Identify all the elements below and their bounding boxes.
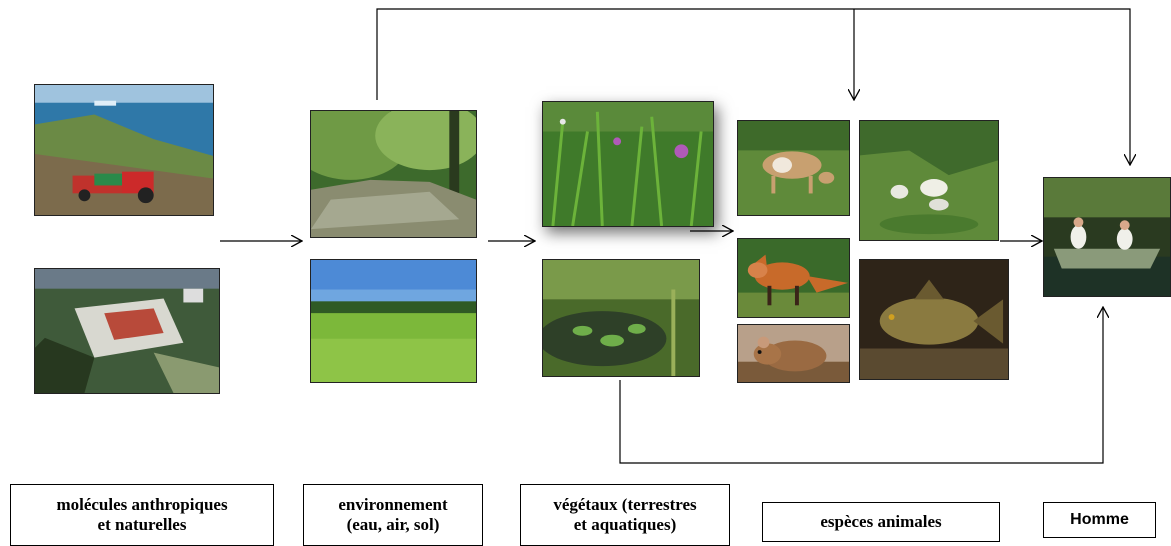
tench-fish-photo [859, 259, 1009, 380]
label-especes: espèces animales [762, 502, 1000, 542]
river-photo [310, 110, 477, 238]
label-homme-text: Homme [1070, 511, 1129, 528]
label-molecules-text: molécules anthropiques et naturelles [56, 495, 228, 534]
wildflowers-photo [542, 101, 714, 227]
water-lily-pond-photo [542, 259, 700, 377]
mouse-photo [737, 324, 850, 383]
label-especes-text: espèces animales [820, 512, 942, 531]
fishing-boat-photo [1043, 177, 1171, 297]
meadow-photo [310, 259, 477, 383]
factory-aerial-photo [34, 268, 220, 394]
label-molecules: molécules anthropiques et naturelles [10, 484, 274, 546]
label-vegetaux-text: végétaux (terrestres et aquatiques) [553, 495, 697, 534]
label-vegetaux: végétaux (terrestres et aquatiques) [520, 484, 730, 546]
fox-photo [737, 238, 850, 318]
label-environnement-text: environnement (eau, air, sol) [338, 495, 448, 534]
label-homme: Homme [1043, 502, 1156, 538]
cow-photo [737, 120, 850, 216]
label-environnement: environnement (eau, air, sol) [303, 484, 483, 546]
tractor-field-photo [34, 84, 214, 216]
sheep-photo [859, 120, 999, 241]
